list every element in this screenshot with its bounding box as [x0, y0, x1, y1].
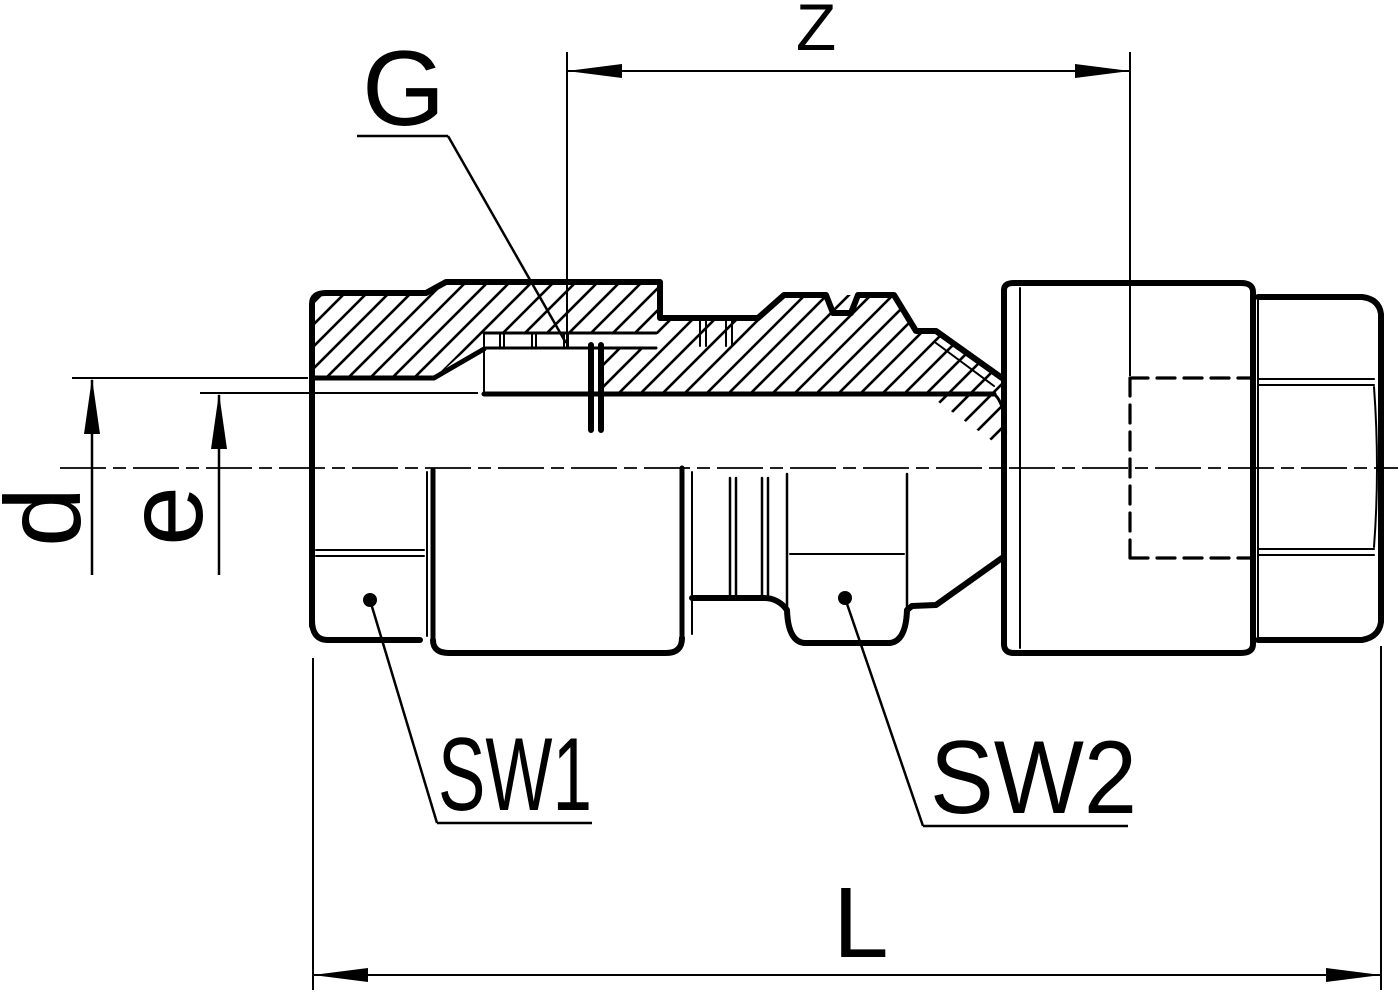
dim-label-sw1: SW1	[438, 717, 592, 833]
skirt-bottom	[430, 635, 685, 656]
part-outlines	[309, 279, 1384, 656]
dim-label-e: e	[104, 486, 225, 546]
g-leader-line	[446, 135, 568, 344]
right-hex-facet-lines	[1257, 378, 1375, 556]
left-nut-hex-bottom	[309, 617, 423, 643]
z-arrow-right	[1075, 64, 1130, 78]
section-hatching	[312, 282, 1002, 448]
z-arrow-left	[567, 64, 622, 78]
right-nut-body	[1001, 280, 1256, 656]
dim-label-sw2: SW2	[930, 720, 1137, 836]
dimensions	[72, 52, 1382, 990]
hidden-socket-dashed	[1128, 376, 1255, 560]
cone-inner-line	[935, 342, 995, 387]
hatch-left-nut-section	[312, 282, 660, 379]
sw2-leader-line	[843, 597, 925, 827]
tube-stop-bars	[588, 342, 604, 433]
dimension-labels: Z G d e SW1 SW2 L	[0, 0, 1137, 979]
thread-engagement-lines	[482, 331, 658, 350]
dim-label-g: G	[362, 28, 445, 148]
right-hex-outline	[1255, 294, 1384, 643]
d-arrow-head	[84, 378, 100, 434]
dim-label-d: d	[0, 487, 103, 547]
dim-label-z: Z	[796, 0, 836, 64]
hatch-body-section	[484, 295, 1002, 448]
right-hex-corner-arc	[1373, 386, 1378, 548]
left-nut-outline	[309, 279, 1005, 629]
neck-groove-lines-bottom	[728, 476, 770, 598]
l-arrow-right	[1326, 968, 1381, 982]
body-neck-and-sw2-hex	[689, 555, 1005, 646]
l-extension-lines	[312, 646, 1382, 990]
e-arrow-head	[211, 393, 227, 449]
z-extension-lines	[566, 52, 1131, 376]
valley-groove-lines	[699, 317, 733, 347]
thread-ticks	[483, 332, 569, 349]
l-arrow-left	[313, 968, 368, 982]
dim-label-l: L	[833, 867, 889, 979]
sw1-leader-line	[368, 599, 439, 824]
sw1-hex-facet-lines	[315, 549, 425, 557]
bore-d-line	[309, 346, 487, 381]
